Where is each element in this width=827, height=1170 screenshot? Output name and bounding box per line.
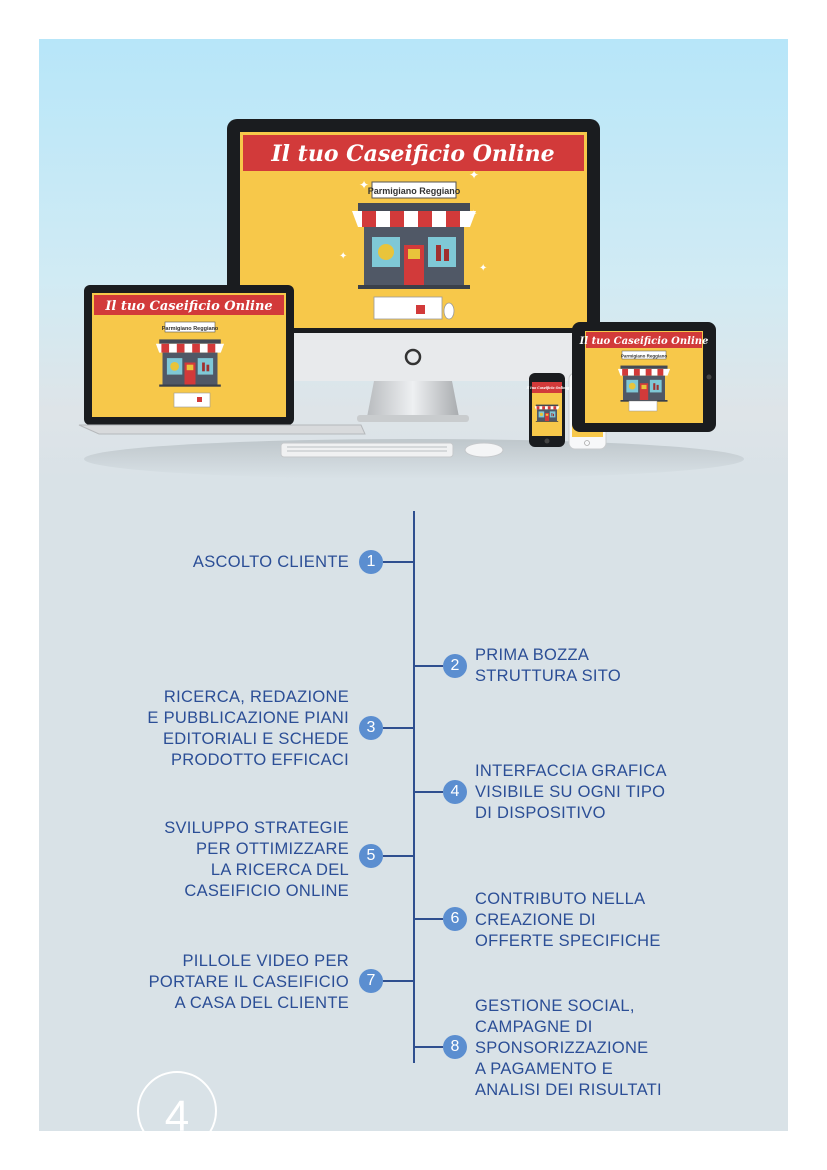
devices-hero: Il tuo Caseificio Online Parmigiano Regg…: [39, 39, 788, 479]
step-text-line: LA RICERCA DEL: [210, 861, 349, 879]
step-text: CONTRIBUTO NELLA CREAZIONE DI OFFERTE SPEC…: [475, 889, 661, 952]
tablet-shop-sign: Parmigiano Reggiano: [621, 354, 668, 359]
timeline-axis: [413, 511, 415, 1063]
step-connector: [413, 665, 443, 667]
step-connector: [383, 855, 413, 857]
process-timeline: 1 ASCOLTO CLIENTE 2 PRIMA BOZZA STRUTTURA SI…: [39, 509, 788, 1099]
timeline-step-3: 3 RICERCA, REDAZIONE E PUBBLICAZIONE PIANI…: [39, 688, 413, 769]
step-text-line: SPONSORIZZAZIONE: [475, 1039, 649, 1057]
step-number-badge: 5: [359, 844, 383, 868]
step-text: PRIMA BOZZA STRUTTURA SITO: [475, 645, 621, 687]
svg-text:✦: ✦: [339, 251, 347, 262]
tablet-device: Il tuo Caseificio Online Parmigiano Regg…: [572, 322, 716, 432]
step-text-line: A PAGAMENTO E: [475, 1060, 614, 1078]
step-text: PILLOLE VIDEO PER PORTARE IL CASEIFICIO A …: [149, 951, 349, 1014]
step-text-line: SVILUPPO STRATEGIE: [164, 819, 349, 837]
step-text: RICERCA, REDAZIONE E PUBBLICAZIONE PIANI E…: [147, 687, 349, 771]
laptop-shop-sign: Parmigiano Reggiano: [162, 326, 219, 332]
step-text-line: PRIMA BOZZA: [475, 646, 590, 664]
step-text-line: CAMPAGNE DI: [475, 1018, 593, 1036]
timeline-step-6: 6 CONTRIBUTO NELLA CREAZIONE DI OFFERTE SPE…: [413, 890, 788, 950]
step-text-line: DI DISPOSITIVO: [475, 804, 606, 822]
step-text-line: VISIBILE SU OGNI TIPO: [475, 783, 666, 801]
timeline-step-5: 5 SVILUPPO STRATEGIE PER OTTIMIZZARE LA RIC…: [39, 819, 413, 900]
step-text-line: A CASA DEL CLIENTE: [174, 994, 349, 1012]
step-text-line: INTERFACCIA GRAFICA: [475, 762, 667, 780]
step-number-badge: 3: [359, 716, 383, 740]
step-text-line: PILLOLE VIDEO PER: [182, 952, 349, 970]
step-number-badge: 4: [443, 780, 467, 804]
step-text-line: E PUBBLICAZIONE PIANI: [147, 709, 349, 727]
step-text: GESTIONE SOCIAL, CAMPAGNE DI SPONSORIZZAZI…: [475, 996, 662, 1101]
svg-text:✦: ✦: [469, 168, 479, 182]
step-number-badge: 6: [443, 907, 467, 931]
timeline-step-7: 7 PILLOLE VIDEO PER PORTARE IL CASEIFICIO A…: [39, 952, 413, 1012]
monitor-shop-sign: Parmigiano Reggiano: [368, 186, 461, 196]
step-text-line: CONTRIBUTO NELLA: [475, 890, 646, 908]
step-connector: [383, 727, 413, 729]
step-number-badge: 1: [359, 550, 383, 574]
timeline-step-8: 8 GESTIONE SOCIAL, CAMPAGNE DI SPONSORIZZAZ…: [413, 997, 788, 1099]
step-connector: [383, 980, 413, 982]
step-text: INTERFACCIA GRAFICA VISIBILE SU OGNI TIPO…: [475, 761, 667, 824]
step-connector: [413, 1046, 443, 1048]
step-text-line: CREAZIONE DI: [475, 911, 596, 929]
step-text-line: RICERCA, REDAZIONE: [163, 688, 349, 706]
step-text-line: GESTIONE SOCIAL,: [475, 997, 635, 1015]
timeline-step-1: 1 ASCOLTO CLIENTE: [39, 550, 413, 574]
step-text-line: STRUTTURA SITO: [475, 667, 621, 685]
phone-black-device: Il tuo Caseificio Online: [525, 373, 568, 447]
monitor-device: Il tuo Caseificio Online Parmigiano Regg…: [227, 119, 600, 422]
devices-illustration: Il tuo Caseificio Online Parmigiano Regg…: [78, 119, 744, 479]
step-text-line: CASEIFICIO ONLINE: [184, 882, 349, 900]
mouse: [464, 442, 504, 458]
step-text-line: OFFERTE SPECIFICHE: [475, 932, 661, 950]
laptop-banner-title: Il tuo Caseificio Online: [104, 299, 272, 314]
svg-text:✦: ✦: [359, 178, 369, 192]
step-text-line: PER OTTIMIZZARE: [196, 840, 349, 858]
step-text-line: PORTARE IL CASEIFICIO: [148, 973, 349, 991]
timeline-step-4: 4 INTERFACCIA GRAFICA VISIBILE SU OGNI TIP…: [413, 762, 788, 822]
step-number-badge: 8: [443, 1035, 467, 1059]
step-text-line: EDITORIALI E SCHEDE: [162, 730, 349, 748]
phone-black-title: Il tuo Caseificio Online: [525, 386, 567, 390]
step-text-line: ASCOLTO CLIENTE: [192, 553, 349, 571]
page-number: 4: [164, 1092, 190, 1132]
step-text: ASCOLTO CLIENTE: [193, 552, 349, 573]
svg-text:✦: ✦: [469, 209, 477, 220]
step-connector: [413, 791, 443, 793]
laptop-device: Il tuo Caseificio Online Parmigiano Regg…: [78, 285, 366, 435]
svg-text:✦: ✦: [479, 263, 487, 274]
step-text: SVILUPPO STRATEGIE PER OTTIMIZZARE LA RICE…: [164, 818, 349, 902]
monitor-banner-title: Il tuo Caseificio Online: [270, 141, 554, 167]
step-connector: [413, 918, 443, 920]
step-number-badge: 2: [443, 654, 467, 678]
tablet-banner-title: Il tuo Caseificio Online: [579, 336, 709, 347]
step-text-line: PRODOTTO EFFICACI: [170, 751, 349, 769]
step-text-line: ANALISI DEI RISULTATI: [475, 1081, 662, 1099]
step-connector: [383, 561, 413, 563]
page-panel: Il tuo Caseificio Online Parmigiano Regg…: [39, 39, 788, 1131]
timeline-step-2: 2 PRIMA BOZZA STRUTTURA SITO: [413, 646, 788, 685]
keyboard: [280, 442, 454, 458]
step-number-badge: 7: [359, 969, 383, 993]
